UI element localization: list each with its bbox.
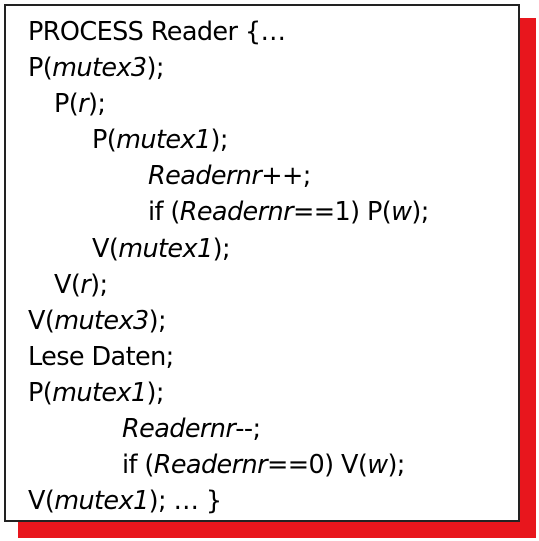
code-identifier: mutex1	[54, 486, 149, 517]
code-box: PROCESS Reader {…P(mutex3);P(r);P(mutex1…	[4, 4, 520, 522]
pseudocode-listing: PROCESS Reader {…P(mutex3);P(r);P(mutex1…	[28, 14, 429, 519]
code-identifier: mutex1	[116, 125, 211, 156]
code-text: );	[411, 197, 429, 228]
code-text: PROCESS Reader {…	[28, 17, 286, 47]
code-identifier: w	[391, 197, 412, 228]
code-line: Readernr++;	[28, 158, 429, 194]
code-text: if (	[122, 450, 154, 481]
code-line: P(mutex1);	[28, 122, 429, 158]
code-text: );	[146, 377, 165, 408]
code-text: ++;	[261, 161, 311, 192]
code-text: P(	[54, 89, 79, 120]
code-text: P(	[92, 125, 117, 156]
code-text: --;	[235, 414, 261, 445]
code-identifier: mutex3	[54, 305, 149, 336]
code-line: Lese Daten;	[28, 339, 429, 375]
code-text: );	[146, 53, 165, 84]
code-text: );	[212, 233, 231, 264]
code-line: V(mutex1); … }	[28, 483, 429, 519]
code-text: V(	[28, 486, 55, 517]
code-line: V(r);	[28, 267, 429, 303]
code-text: );	[90, 269, 108, 300]
code-text: V(	[54, 269, 81, 300]
code-text: ==0) V(	[266, 450, 368, 481]
code-identifier: mutex1	[118, 233, 213, 264]
code-line: P(mutex3);	[28, 50, 429, 86]
code-text: P(	[28, 377, 53, 408]
code-text: Lese Daten;	[28, 341, 174, 372]
code-text: );	[88, 89, 106, 120]
code-text: ); … }	[148, 486, 222, 517]
code-line: P(mutex1);	[28, 375, 429, 411]
code-identifier: Readernr	[122, 414, 236, 445]
code-text: V(	[28, 305, 55, 336]
code-line: if (Readernr==1) P(w);	[28, 194, 429, 230]
code-text: ==1) P(	[292, 197, 392, 228]
code-text: );	[387, 450, 405, 481]
code-line: Readernr--;	[28, 411, 429, 447]
code-identifier: r	[78, 89, 89, 120]
code-identifier: w	[367, 450, 388, 481]
code-identifier: Readernr	[148, 161, 262, 192]
code-identifier: mutex3	[52, 53, 147, 84]
code-text: P(	[28, 53, 53, 84]
code-identifier: Readernr	[153, 450, 268, 481]
code-line: V(mutex3);	[28, 303, 429, 339]
code-text: );	[148, 305, 167, 336]
code-line: if (Readernr==0) V(w);	[28, 447, 429, 483]
code-line: P(r);	[28, 86, 429, 122]
code-identifier: Readernr	[179, 197, 294, 228]
code-line: PROCESS Reader {…	[28, 14, 429, 50]
code-text: );	[210, 125, 229, 156]
code-text: if (	[148, 197, 180, 228]
code-identifier: mutex1	[52, 377, 147, 408]
code-line: V(mutex1);	[28, 231, 429, 267]
code-text: V(	[92, 233, 119, 264]
code-identifier: r	[80, 269, 91, 300]
